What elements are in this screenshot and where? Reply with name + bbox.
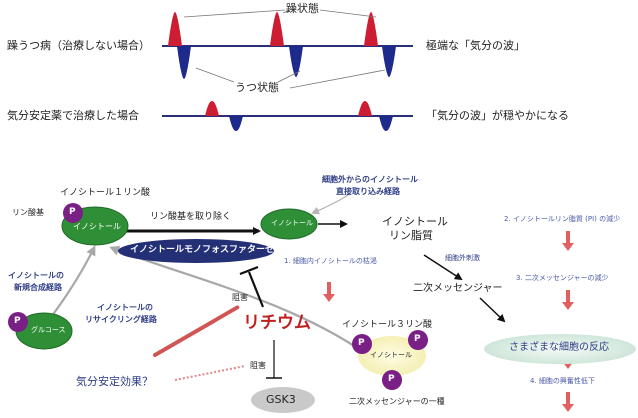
- mood-wave-treated: [162, 101, 413, 131]
- p-symbol-glucose: P: [14, 316, 21, 326]
- depressive-label: うつ状態: [235, 81, 279, 94]
- row2-left-label: 気分安定薬で治療した場合: [7, 109, 139, 122]
- mild-trough-2: [379, 116, 393, 131]
- remove-phosphate-label: リン酸基を取り除く: [150, 212, 232, 222]
- phosphate-circle-ip3-c: [382, 370, 402, 390]
- lithium-label: リチウム: [243, 313, 311, 333]
- inositol-node-label: イノシトール: [73, 222, 121, 231]
- depressive-trough-2: [289, 46, 303, 77]
- step2-label: 2. イノシトールリン脂質 (PI) の減少: [504, 215, 621, 223]
- ip3-caption: 二次メッセンジャーの一種: [349, 397, 445, 406]
- red-arrow-2: [562, 231, 574, 251]
- gsk3-oval: [251, 387, 315, 413]
- pi-line2: リン脂質: [389, 229, 433, 242]
- ip1-label: イノシトール１リン酸: [60, 188, 151, 198]
- mild-trough-1: [229, 116, 243, 131]
- row1-right-label: 極端な「気分の波」: [426, 39, 525, 52]
- inositol-free-label: イノシトール: [271, 219, 313, 227]
- phosphate-circle-glucose: [8, 312, 28, 332]
- red-arrow-5: [562, 392, 574, 412]
- ip3-label: イノシトール３リン酸: [342, 320, 433, 330]
- impase-oval: [118, 239, 274, 263]
- extracellular-stimulus: 細胞外刺激: [445, 254, 480, 262]
- manic-peak-3: [364, 12, 378, 46]
- step1-label: 1. 細胞内イノシトールの枯渇: [284, 257, 377, 265]
- uptake-line1: 細胞外からのイノシトール: [322, 175, 418, 184]
- inhibit-label-1: 阻害: [232, 293, 248, 302]
- mood-link-dotted: [174, 365, 246, 381]
- cell-response-oval: [484, 334, 636, 364]
- uptake-arrow: [311, 193, 351, 215]
- red-arrow-3: [562, 290, 574, 310]
- p-symbol-ip3-b: P: [414, 334, 421, 344]
- phosphate-circle-ip1: [63, 203, 83, 223]
- phosphate-circle-ip3-a: [352, 334, 372, 354]
- inositol-free-node: [260, 208, 318, 240]
- step4-label: 4. 細胞の興奮性低下: [530, 377, 595, 385]
- phosphate-label: リン酸基: [12, 208, 44, 217]
- impase-label: イノシトールモノフォスファターゼ: [130, 245, 275, 255]
- manic-peak-2: [270, 12, 284, 46]
- mild-peak-1: [205, 101, 219, 116]
- ip3-center-label: イノシトール: [370, 351, 412, 359]
- inhibit-label-2: 阻害: [250, 361, 266, 370]
- recycling-line2: リサイクリング経路: [85, 315, 157, 324]
- step3-label: 3. 二次メッセンジャーの減少: [516, 274, 609, 282]
- manic-peak-1: [168, 12, 182, 46]
- inhibition-gsk3: [266, 340, 282, 379]
- lithium-diagonal: [153, 305, 240, 357]
- pi-line1: イノシトール: [382, 215, 448, 228]
- inhibition-impase: [239, 265, 265, 308]
- cell-response: さまざまな細胞の反応: [509, 342, 609, 353]
- row1-left-label: 躁うつ病（治療しない場合）: [7, 39, 150, 52]
- row2-right-label: 「気分の波」が穏やかになる: [426, 109, 569, 122]
- denovo-line2: 新規合成経路: [14, 283, 62, 292]
- pi-to-messenger-arrow: [423, 254, 463, 281]
- mood-effect-label: 気分安定効果？: [76, 375, 153, 388]
- gsk3-label: GSK3: [266, 393, 296, 406]
- mild-peak-2: [358, 101, 372, 116]
- mood-wave-untreated: [162, 9, 413, 89]
- denovo-line1: イノシトールの: [8, 271, 64, 280]
- glucose-label: グルコース: [31, 326, 66, 334]
- messenger-to-response-arrow: [479, 297, 506, 323]
- second-messenger: 二次メッセンジャー: [413, 283, 503, 294]
- p-symbol-ip3-c: P: [388, 374, 395, 384]
- p-symbol-ip1: P: [69, 207, 76, 217]
- red-arrow-1: [323, 282, 335, 302]
- depressive-trough-3: [382, 46, 396, 77]
- ip3-node: [358, 336, 426, 376]
- uptake-line2: 直接取り込み経路: [336, 187, 400, 196]
- manic-label: 躁状態: [286, 2, 319, 15]
- p-symbol-ip3-a: P: [358, 338, 365, 348]
- phosphate-circle-ip3-b: [408, 330, 428, 350]
- recycling-line1: イノシトールの: [97, 303, 153, 312]
- depressive-trough-1: [177, 46, 191, 79]
